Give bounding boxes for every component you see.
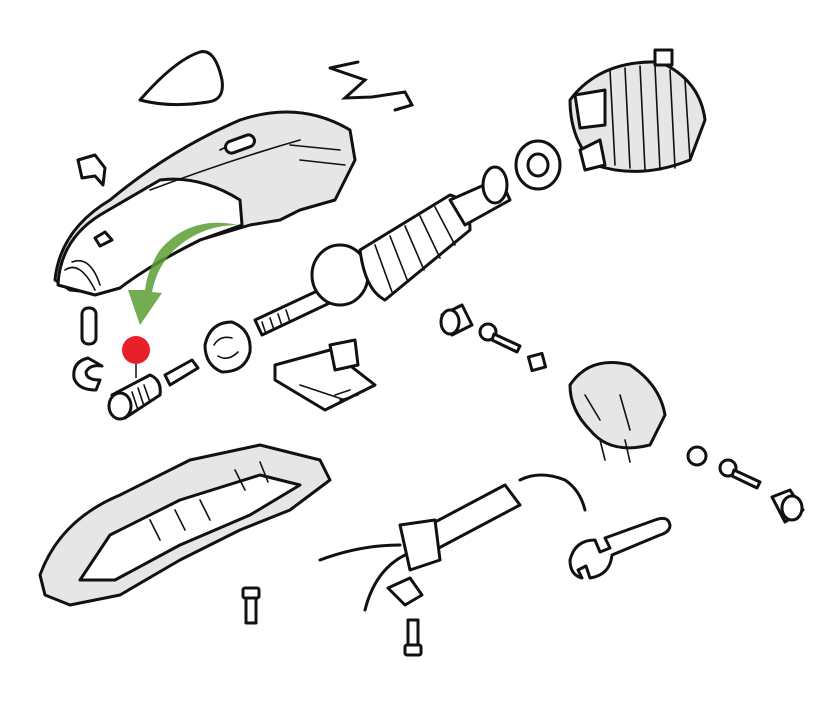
- highlight-marker: [122, 336, 150, 364]
- collet-part: [163, 358, 200, 387]
- nose-cap-part: [203, 320, 252, 374]
- bearing-part: [514, 139, 562, 191]
- brush-part: [526, 351, 548, 373]
- small-clip-part: [76, 153, 107, 187]
- brush-holder-part: [273, 338, 377, 412]
- wrench-part: [568, 516, 672, 580]
- screw-bottom-center-part: [403, 618, 423, 657]
- retaining-ring-part: [72, 356, 104, 392]
- screw-part: [478, 322, 522, 354]
- collet-nut-part: [107, 373, 162, 421]
- field-coil-part: [568, 48, 707, 173]
- knob-part: [770, 488, 805, 524]
- screw-bottom-left-part: [241, 586, 261, 625]
- housing-bottom-part: [38, 443, 332, 607]
- housing-top-part: [53, 110, 357, 297]
- power-cord-part: [318, 473, 587, 612]
- direction-arrow: [128, 222, 238, 325]
- wire-spring-part: [328, 60, 415, 112]
- small-nut-part: [686, 445, 708, 467]
- end-cap-part: [568, 361, 667, 463]
- bushing-part: [439, 303, 474, 337]
- screw-right-part: [718, 458, 762, 490]
- triangle-cover-part: [138, 50, 224, 107]
- pin-part: [80, 306, 98, 346]
- armature-part: [253, 165, 512, 337]
